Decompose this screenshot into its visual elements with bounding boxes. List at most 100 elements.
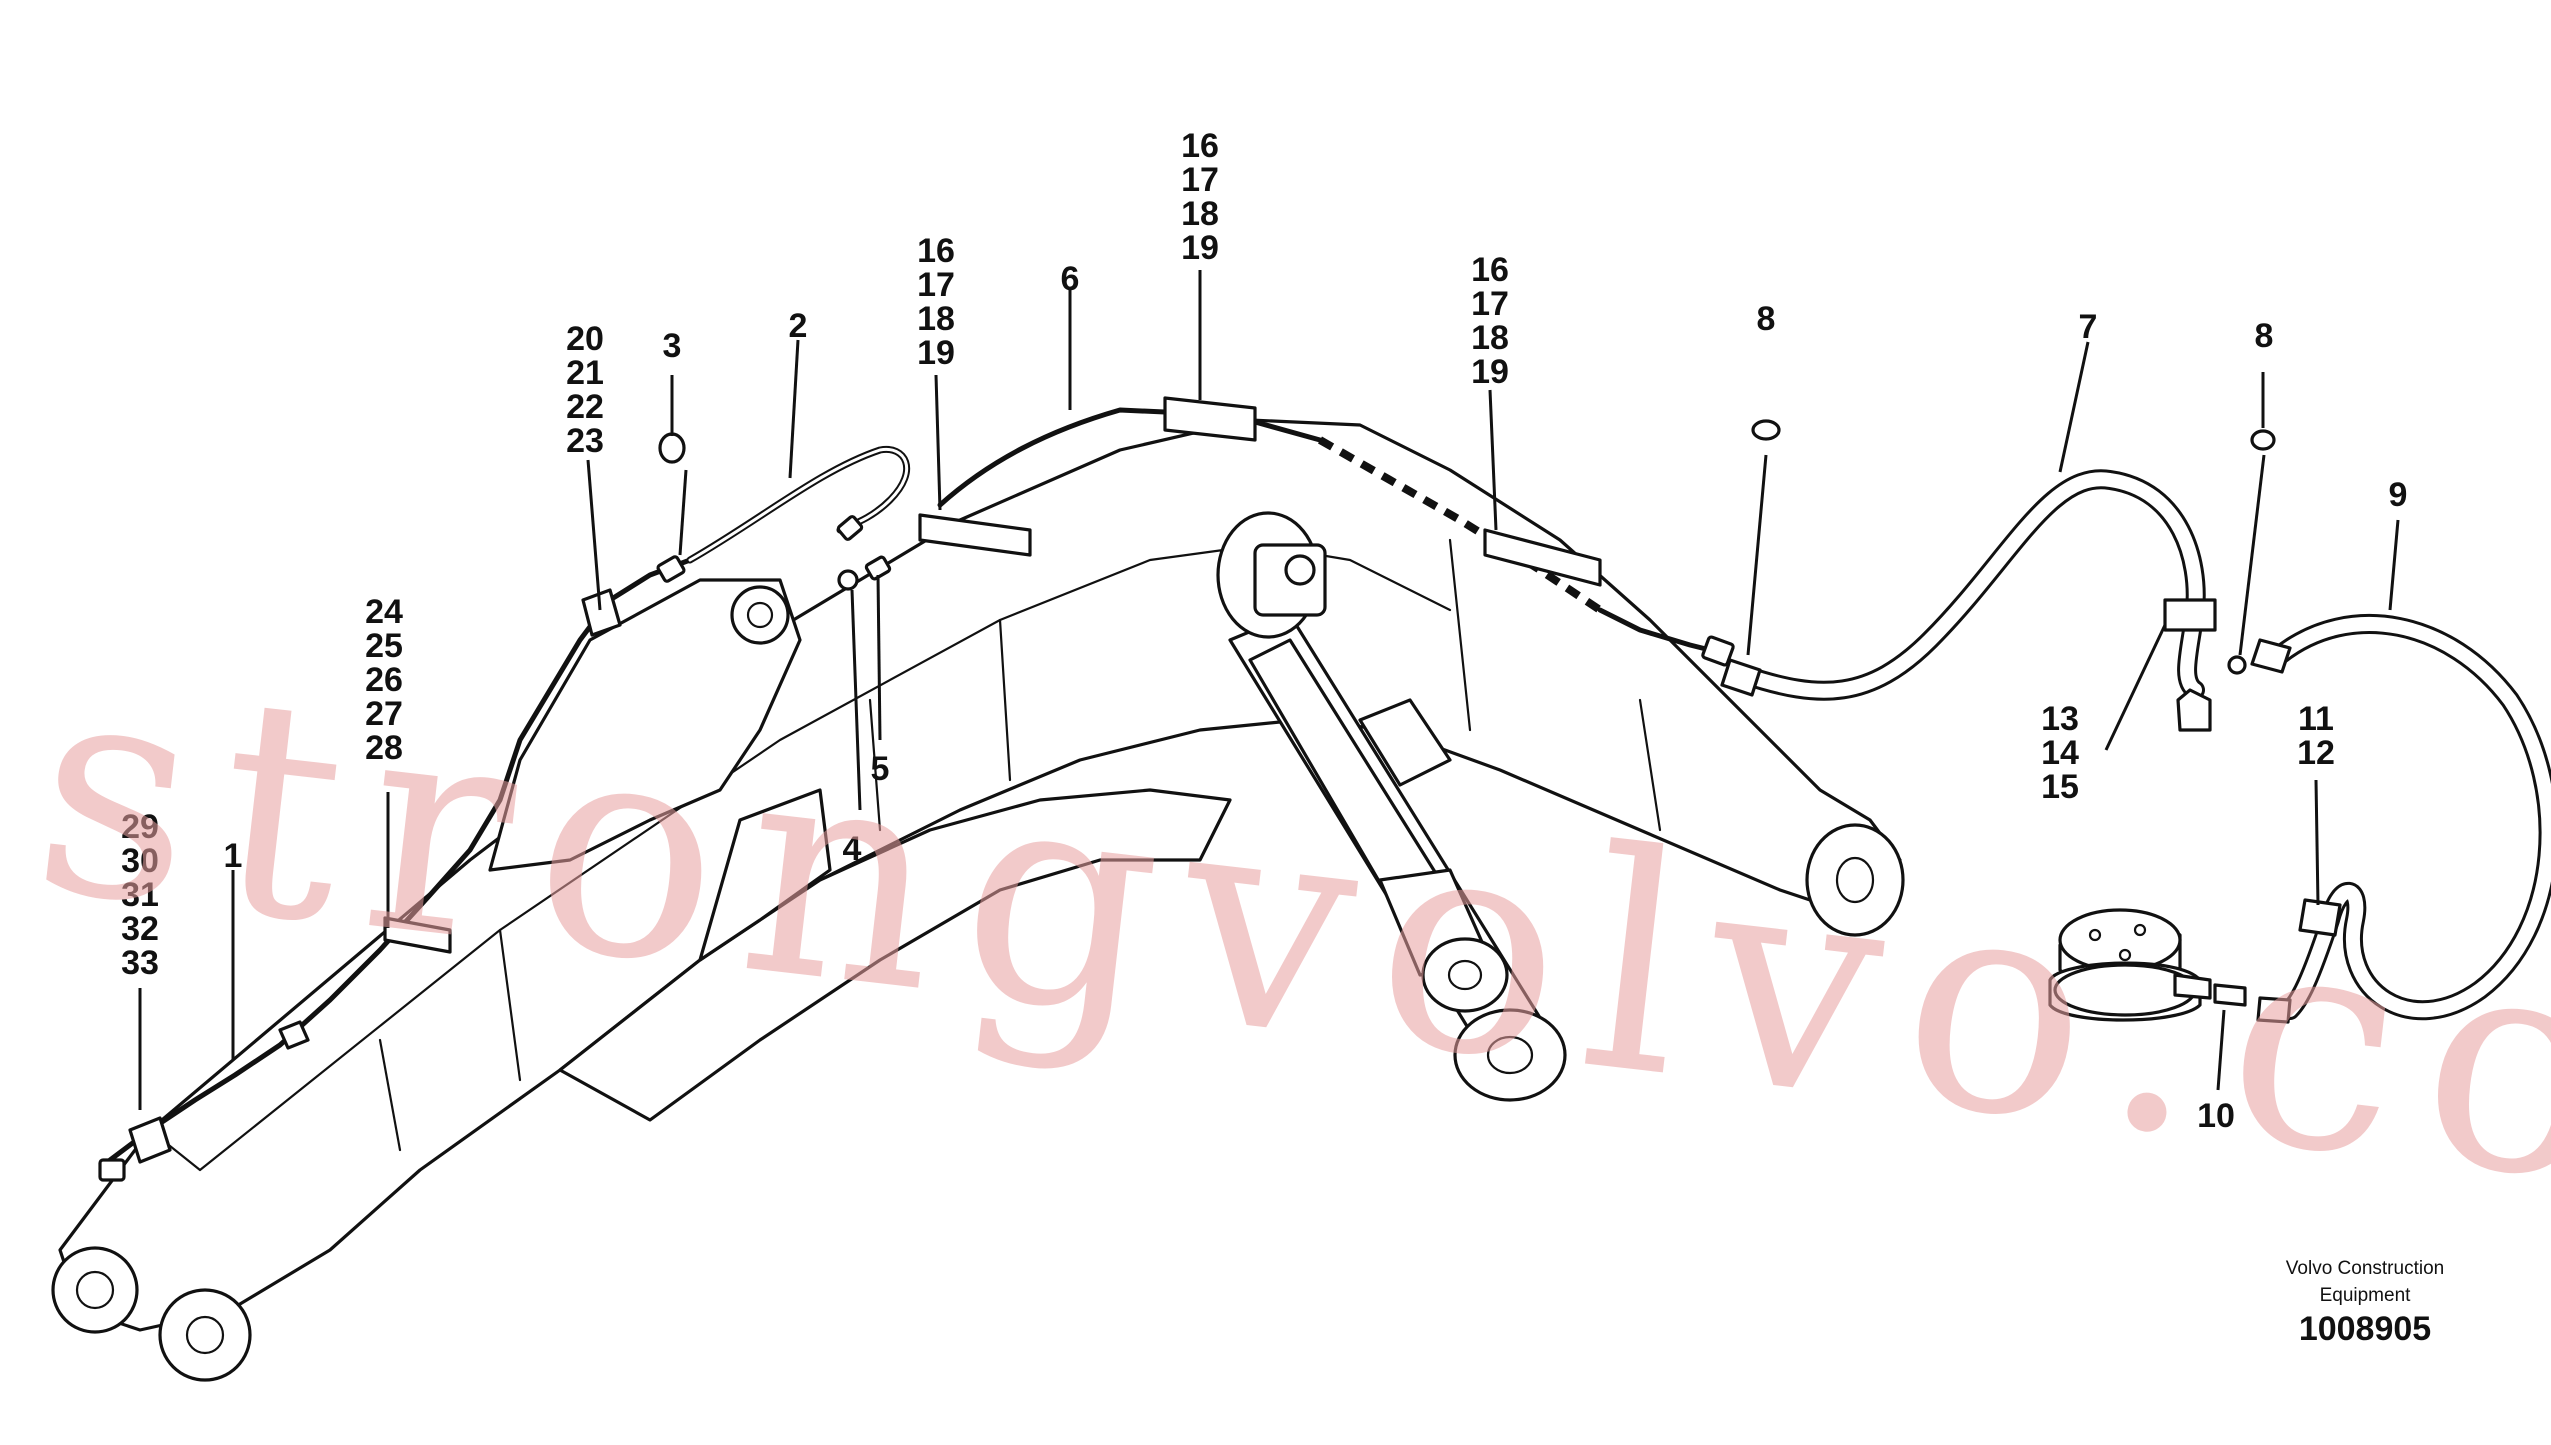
callout-29: 29 — [121, 808, 159, 846]
brand-caption: Volvo Construction Equipment — [2200, 1255, 2530, 1309]
fitting-2-end — [836, 515, 864, 541]
callout-group-24-28: 24 25 26 27 28 — [365, 593, 403, 767]
document-number: 1008905 — [2298, 1310, 2432, 1348]
callout-group-11-12: 11 12 — [2297, 700, 2335, 772]
callout-32: 32 — [121, 910, 159, 948]
callout-labels: 1 2 3 4 5 6 7 8 8 9 10 20 21 22 23 24 25… — [121, 127, 2407, 1135]
callout-20: 20 — [566, 320, 604, 358]
elbow-fitting — [2176, 688, 2212, 732]
fitting-5 — [864, 555, 892, 581]
clamp-small — [278, 1020, 310, 1050]
hose-clamp-11 — [2298, 898, 2342, 937]
callout-19-top: 19 — [1181, 229, 1219, 267]
callout-25: 25 — [365, 627, 403, 665]
callout-17-top: 17 — [1181, 161, 1219, 199]
callout-12: 12 — [2297, 734, 2335, 772]
callout-14: 14 — [2041, 734, 2079, 772]
callout-16-right: 16 — [1471, 251, 1509, 289]
callout-18-top: 18 — [1181, 195, 1219, 233]
o-ring-8-right — [2227, 655, 2247, 675]
pipe-clamps — [128, 396, 1602, 1164]
callout-8-left: 8 — [1757, 300, 1776, 338]
callout-17-left: 17 — [917, 266, 955, 304]
o-ring-8-left — [1751, 419, 1781, 441]
adapter-10 — [2213, 983, 2247, 1007]
callout-2: 2 — [789, 307, 808, 345]
callout-28: 28 — [365, 729, 403, 767]
bracket-pin-hole — [746, 601, 774, 629]
callout-26: 26 — [365, 661, 403, 699]
cylinder-lower-pin-hole — [1447, 959, 1483, 991]
callout-4: 4 — [843, 830, 862, 868]
clamp-block-right — [1483, 528, 1602, 587]
cylinder-bracket — [488, 578, 802, 872]
boom-structure — [51, 418, 1905, 1382]
reinforcement-block — [698, 788, 832, 962]
hose-9-lower-fitting — [2256, 996, 2292, 1024]
foot-pin-right — [158, 1288, 252, 1382]
callout-31: 31 — [121, 876, 159, 914]
foot-pin-left — [51, 1246, 139, 1334]
clamp-bracket-lower — [128, 1116, 172, 1164]
callout-22: 22 — [566, 388, 604, 426]
hose-7 — [1720, 469, 2217, 701]
callout-33: 33 — [121, 944, 159, 982]
callout-group-16-19-left: 16 17 18 19 — [917, 232, 955, 372]
callout-group-16-19-top: 16 17 18 19 — [1181, 127, 1219, 267]
hose-9-end-fitting — [2250, 638, 2292, 674]
callout-group-29-33: 29 30 31 32 33 — [121, 808, 159, 982]
o-ring-4 — [837, 569, 859, 591]
callout-16-left: 16 — [917, 232, 955, 270]
callout-5: 5 — [871, 750, 890, 788]
clamp-block-mid — [918, 513, 1032, 557]
o-ring-3 — [658, 432, 686, 464]
cylinder-rod-eye — [1453, 1008, 1567, 1102]
callout-9: 9 — [2389, 476, 2408, 514]
callout-19-left: 19 — [917, 334, 955, 372]
cylinder-lower-pin — [1421, 937, 1509, 1013]
callout-16-top: 16 — [1181, 127, 1219, 165]
callout-13: 13 — [2041, 700, 2079, 738]
elbow-fittings — [658, 419, 2276, 732]
callout-27: 27 — [365, 695, 403, 733]
callout-24: 24 — [365, 593, 403, 631]
callout-group-13-15: 13 14 15 — [2041, 700, 2079, 806]
bracket-pin — [730, 585, 790, 645]
callout-18-left: 18 — [917, 300, 955, 338]
foot-pin-left-hole — [75, 1270, 115, 1310]
fitting-29 — [98, 1158, 126, 1182]
callout-3: 3 — [663, 327, 682, 365]
callout-group-20-23: 20 21 22 23 — [566, 320, 604, 460]
callout-23: 23 — [566, 422, 604, 460]
arm-end-pin — [1805, 823, 1905, 937]
callout-1: 1 — [224, 837, 243, 875]
hose-7-end-fitting — [1720, 658, 1762, 697]
callout-6: 6 — [1061, 260, 1080, 298]
boom-fittings — [98, 515, 1735, 1182]
brand-line-1: Volvo Construction — [2285, 1258, 2445, 1279]
callout-17-right: 17 — [1471, 285, 1509, 323]
arm-end-pin-hole — [1835, 856, 1875, 904]
hose-clamp-13 — [2163, 598, 2217, 632]
cylinder-rod-eye-hole — [1486, 1035, 1534, 1075]
callout-10: 10 — [2197, 1097, 2235, 1135]
callout-8-right: 8 — [2255, 317, 2274, 355]
mounting-block — [2048, 908, 2247, 1022]
foot-pin-right-hole — [185, 1315, 225, 1355]
callout-30: 30 — [121, 842, 159, 880]
clamp-bracket-upper — [581, 588, 622, 637]
callout-21: 21 — [566, 354, 604, 392]
callout-18-right: 18 — [1471, 319, 1509, 357]
hose-9 — [2250, 613, 2551, 1024]
callout-19-right: 19 — [1471, 353, 1509, 391]
callout-15: 15 — [2041, 768, 2079, 806]
callout-7: 7 — [2079, 308, 2098, 346]
fitting-3 — [656, 555, 686, 583]
clamp-block-top — [1163, 396, 1257, 442]
o-ring-8-upper — [2250, 429, 2276, 451]
boom-cylinder — [1216, 511, 1567, 1102]
brand-line-2: Equipment — [2319, 1285, 2411, 1306]
cylinder-grease-nipple — [1284, 554, 1316, 586]
fitting-boom-end — [1701, 635, 1735, 667]
